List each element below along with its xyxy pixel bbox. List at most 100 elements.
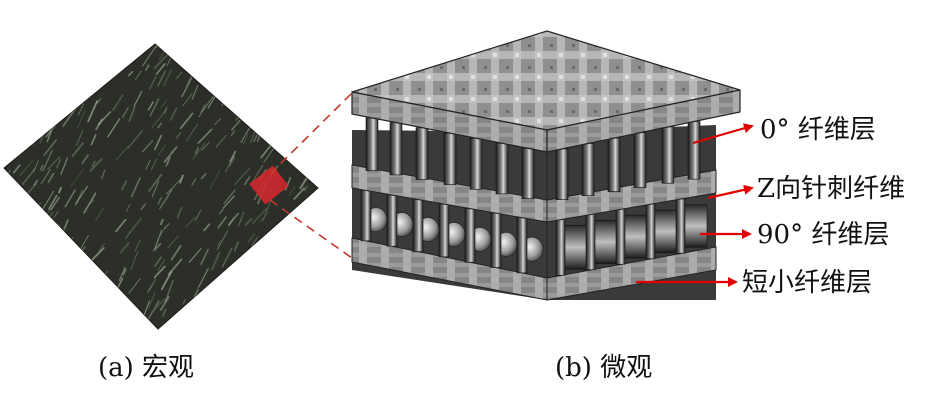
z-needle-rod bbox=[365, 117, 379, 171]
fiber-streak bbox=[41, 284, 53, 301]
fiber-streak bbox=[46, 130, 52, 143]
fiber-streak bbox=[216, 230, 229, 251]
fiber-streak bbox=[310, 170, 316, 177]
fiber-streak bbox=[228, 156, 236, 167]
fiber-streak bbox=[49, 237, 61, 251]
z-needle-rod bbox=[521, 147, 535, 199]
fiber-streak bbox=[299, 176, 309, 190]
fiber-streak bbox=[299, 148, 306, 158]
fiber-streak bbox=[60, 44, 66, 47]
fiber-streak bbox=[239, 296, 250, 308]
fiber-streak bbox=[217, 239, 221, 247]
fiber-streak bbox=[302, 272, 308, 280]
fiber-streak bbox=[100, 169, 106, 180]
fiber-streak bbox=[45, 259, 54, 278]
fiber-streak bbox=[5, 177, 13, 189]
fiber-streak bbox=[30, 77, 39, 92]
fiber-streak bbox=[117, 56, 125, 70]
fiber-streak bbox=[168, 317, 179, 329]
fiber-streak bbox=[250, 236, 259, 247]
fiber-streak bbox=[288, 186, 295, 197]
fiber-streak bbox=[9, 257, 19, 269]
fiber-streak bbox=[85, 199, 95, 209]
fiber-streak bbox=[121, 106, 129, 119]
fiber-streak bbox=[213, 53, 228, 68]
fiber-streak bbox=[307, 49, 317, 69]
fiber-streak bbox=[200, 173, 207, 180]
fiber-streak bbox=[259, 250, 267, 264]
z-needle-rod bbox=[386, 194, 398, 247]
fiber-streak bbox=[266, 272, 278, 284]
fiber-streak bbox=[24, 292, 39, 307]
fiber-streak bbox=[159, 295, 170, 312]
fiber-streak bbox=[45, 90, 54, 103]
fiber-streak bbox=[281, 133, 288, 144]
fiber-streak bbox=[233, 241, 240, 252]
fiber-streak bbox=[91, 278, 101, 294]
fiber-streak bbox=[130, 250, 139, 270]
fiber-streak bbox=[127, 70, 134, 77]
fiber-streak bbox=[167, 258, 183, 276]
fiber-streak bbox=[45, 81, 61, 97]
z-needle-rod bbox=[360, 190, 372, 242]
fiber-streak bbox=[199, 57, 206, 70]
caption-macro: (a) 宏观 bbox=[98, 353, 194, 383]
fiber-streak bbox=[34, 244, 44, 254]
fiber-streak bbox=[293, 187, 306, 201]
fiber-streak bbox=[175, 71, 183, 80]
fiber-streak bbox=[269, 48, 276, 55]
fiber-streak bbox=[210, 298, 221, 319]
fiber-streak bbox=[170, 244, 182, 261]
fiber-streak bbox=[251, 208, 267, 225]
fiber-streak bbox=[6, 199, 16, 216]
fiber-streak bbox=[215, 301, 223, 310]
fiber-streak bbox=[124, 304, 130, 312]
label-short-fiber-layer: 短小纤维层 bbox=[742, 268, 872, 298]
fiber-streak bbox=[21, 104, 32, 119]
fiber-streak bbox=[294, 132, 304, 155]
fiber-streak bbox=[6, 248, 18, 261]
fiber-streak bbox=[102, 44, 112, 62]
fiber-streak bbox=[281, 304, 292, 315]
fiber-streak bbox=[253, 289, 267, 305]
fiber-streak bbox=[285, 62, 292, 75]
fiber-streak bbox=[272, 266, 277, 275]
fiber-streak bbox=[110, 57, 120, 75]
fiber-streak bbox=[47, 172, 55, 184]
fiber-streak bbox=[185, 216, 196, 228]
fiber-streak bbox=[255, 86, 267, 102]
fiber-streak bbox=[18, 44, 33, 64]
z-needle-rod bbox=[687, 121, 701, 180]
fiber-streak bbox=[194, 209, 202, 222]
fiber-streak bbox=[213, 305, 220, 314]
fiber-streak bbox=[28, 244, 37, 256]
fiber-streak bbox=[147, 173, 163, 193]
fiber-streak bbox=[153, 256, 163, 268]
fiber-streak bbox=[71, 141, 85, 158]
fiber-streak bbox=[50, 276, 58, 291]
fiber-streak bbox=[160, 194, 170, 208]
fiber-streak bbox=[108, 293, 118, 305]
fiber-streak bbox=[296, 308, 303, 321]
fiber-streak bbox=[266, 106, 272, 117]
fiber-streak bbox=[50, 296, 58, 305]
fiber-streak bbox=[300, 44, 308, 46]
fiber-streak bbox=[17, 217, 30, 240]
fiber-streak bbox=[306, 289, 312, 299]
fiber-streak bbox=[284, 176, 292, 191]
fiber-streak bbox=[147, 101, 154, 111]
fiber-streak bbox=[240, 127, 251, 144]
fiber-streak bbox=[12, 163, 21, 174]
z-needle-rod bbox=[490, 212, 502, 268]
fiber-streak bbox=[281, 244, 292, 255]
z-needle-rod bbox=[415, 127, 429, 180]
z-needle-rod bbox=[516, 217, 528, 274]
fiber-streak bbox=[165, 177, 183, 195]
fiber-streak bbox=[127, 130, 143, 149]
fiber-streak bbox=[12, 97, 22, 106]
z-needle-rod bbox=[464, 208, 476, 263]
fiber-streak bbox=[144, 64, 150, 72]
fiber-streak bbox=[55, 64, 63, 73]
fiber-streak bbox=[36, 44, 44, 51]
fiber-streak bbox=[10, 88, 19, 98]
